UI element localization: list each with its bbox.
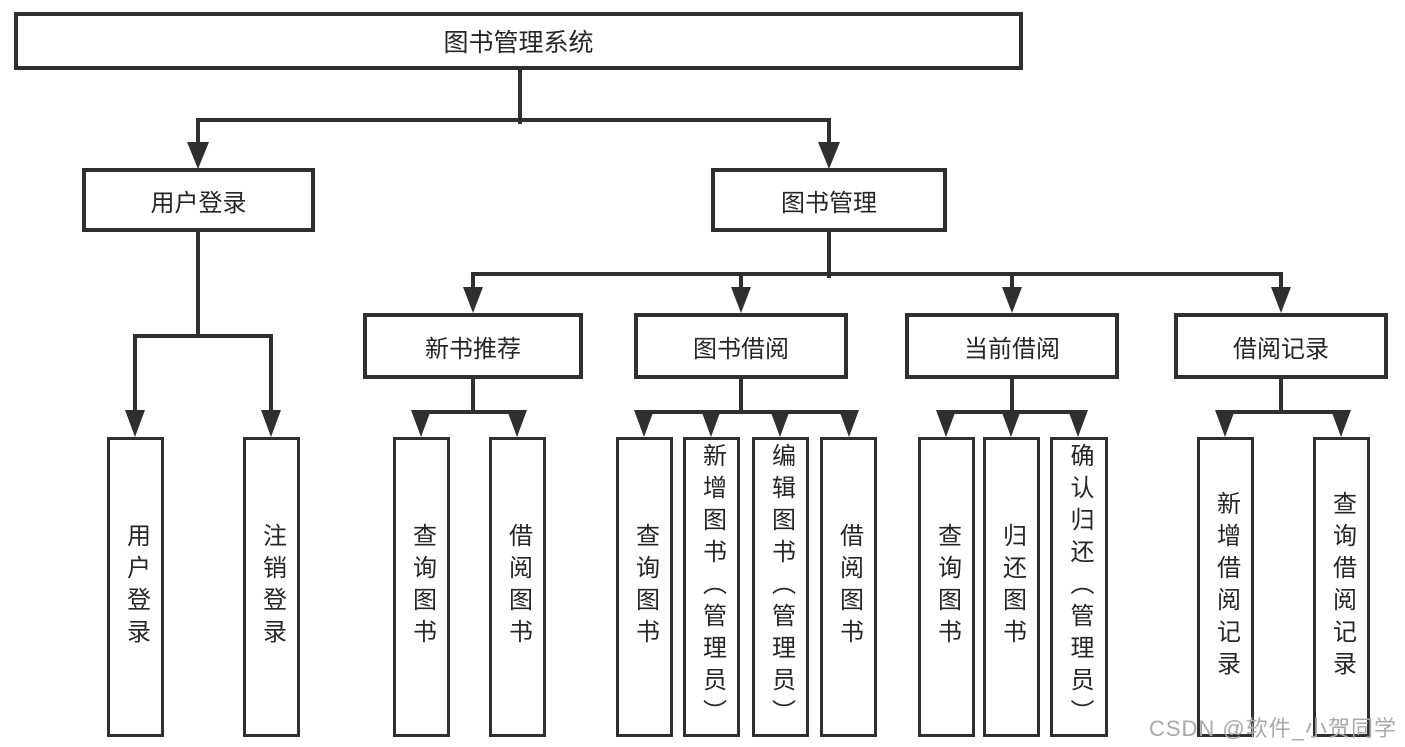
arrow-book-mgmt <box>818 142 840 169</box>
arrow-borrow-add <box>701 410 721 437</box>
node-root-label: 图书管理系统 <box>443 29 594 57</box>
arrow-book-borrow <box>731 287 751 313</box>
leaf-records-query-record-label: 查询借阅记录 <box>1328 491 1356 683</box>
arrow-current-borrow <box>1002 287 1022 313</box>
leaf-current-confirm-return: 确认归还（管理员） <box>1050 437 1108 737</box>
arrow-newrec-query <box>411 410 431 437</box>
leaf-logout: 注销登录 <box>243 437 300 737</box>
leaf-borrow-edit-books: 编辑图书（管理员） <box>752 437 809 737</box>
leaf-user-login: 用户登录 <box>107 437 164 737</box>
node-new-book-rec: 新书推荐 <box>363 313 583 379</box>
node-book-mgmt: 图书管理 <box>711 168 947 232</box>
arrow-records-query <box>1331 410 1351 437</box>
node-new-book-rec-label: 新书推荐 <box>425 335 521 363</box>
node-user-login: 用户登录 <box>82 168 315 232</box>
leaf-current-return-books-label: 归还图书 <box>998 523 1026 651</box>
leaf-newrec-query-books: 查询图书 <box>393 437 450 737</box>
csdn-watermark: CSDN @软件_小贺同学 <box>1148 716 1397 741</box>
leaf-borrow-edit-books-label: 编辑图书（管理员） <box>767 443 795 731</box>
arrow-leaf-logout <box>261 410 281 437</box>
node-book-borrow-label: 图书借阅 <box>693 335 789 363</box>
arrow-current-return <box>1001 410 1021 437</box>
leaf-borrow-query-books: 查询图书 <box>616 437 673 737</box>
leaf-current-return-books: 归还图书 <box>983 437 1040 737</box>
leaf-borrow-add-books-label: 新增图书（管理员） <box>698 443 726 731</box>
leaf-current-query-books: 查询图书 <box>918 437 975 737</box>
arrow-records-add <box>1215 410 1235 437</box>
arrow-borrow-query <box>634 410 654 437</box>
connector-level3-bus <box>471 272 1283 292</box>
leaf-borrow-borrow-books-label: 借阅图书 <box>835 523 863 651</box>
arrow-new-book-rec <box>463 287 483 313</box>
node-borrow-records: 借阅记录 <box>1174 313 1388 379</box>
connector-level2-bus <box>196 118 831 150</box>
leaf-current-confirm-return-label: 确认归还（管理员） <box>1066 443 1093 731</box>
arrow-newrec-borrow <box>507 410 527 437</box>
leaf-records-add-record: 新增借阅记录 <box>1197 437 1254 737</box>
node-user-login-label: 用户登录 <box>150 189 247 217</box>
leaf-newrec-query-books-label: 查询图书 <box>408 523 436 651</box>
leaf-newrec-borrow-books-label: 借阅图书 <box>504 523 532 651</box>
node-borrow-records-label: 借阅记录 <box>1233 335 1329 363</box>
arrow-borrow-edit <box>770 410 790 437</box>
leaf-borrow-query-books-label: 查询图书 <box>631 523 659 651</box>
connector-borrow-group <box>642 375 851 414</box>
node-root: 图书管理系统 <box>14 12 1023 70</box>
node-current-borrow-label: 当前借阅 <box>964 335 1060 363</box>
leaf-newrec-borrow-books: 借阅图书 <box>489 437 546 737</box>
connector-login-bus <box>133 334 273 416</box>
node-current-borrow: 当前借阅 <box>905 313 1119 379</box>
arrow-current-query <box>936 410 956 437</box>
leaf-user-login-label: 用户登录 <box>122 523 150 651</box>
leaf-borrow-add-books: 新增图书（管理员） <box>683 437 740 737</box>
arrow-borrow-records <box>1271 287 1291 313</box>
leaf-borrow-borrow-books: 借阅图书 <box>820 437 877 737</box>
leaf-logout-label: 注销登录 <box>258 523 286 651</box>
connector-newrec-group <box>419 375 519 414</box>
connector-records-group <box>1223 375 1343 414</box>
node-book-borrow: 图书借阅 <box>634 313 848 379</box>
arrow-user-login <box>187 142 209 169</box>
connector-current-group <box>944 375 1080 414</box>
arrow-current-confirm <box>1068 410 1088 437</box>
leaf-records-add-record-label: 新增借阅记录 <box>1212 491 1240 683</box>
leaf-current-query-books-label: 查询图书 <box>933 523 961 651</box>
arrow-leaf-user-login <box>125 410 145 437</box>
arrow-borrow-borrow <box>839 410 859 437</box>
node-book-mgmt-label: 图书管理 <box>781 189 877 217</box>
leaf-records-query-record: 查询借阅记录 <box>1313 437 1370 737</box>
